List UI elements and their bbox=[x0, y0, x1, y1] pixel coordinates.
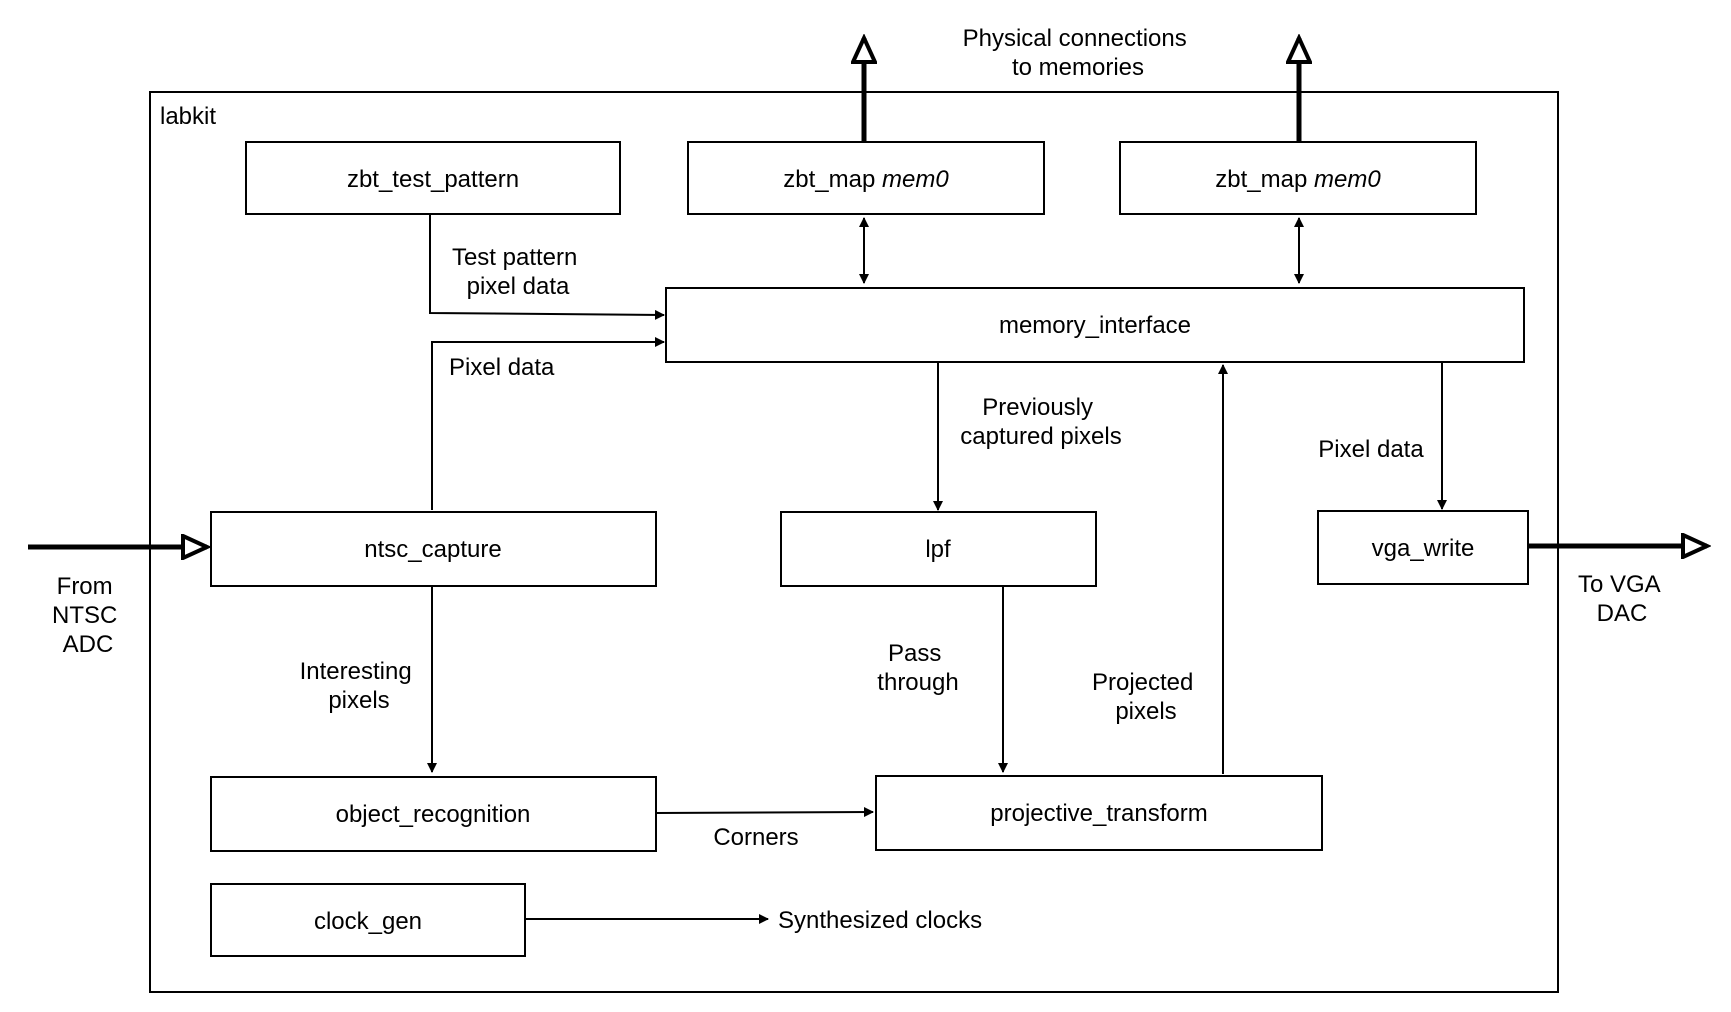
test-pattern-line1: Test pattern bbox=[452, 244, 577, 271]
block-zbt-test-pattern-label: zbt_test_pattern bbox=[347, 166, 519, 193]
physical-connections-line1: Physical connections bbox=[963, 25, 1187, 52]
test-pattern-line2: pixel data bbox=[467, 273, 570, 300]
block-zbt-map-left: zbt_map mem0 bbox=[687, 141, 1045, 215]
block-clock-gen-rect bbox=[210, 883, 526, 957]
synthesized-clocks-label: Synthesized clocks bbox=[778, 907, 982, 934]
block-lpf-rect bbox=[780, 511, 1097, 587]
pixel-data-capture-label: Pixel data bbox=[449, 354, 555, 381]
zbt-map-right-instance: mem0 bbox=[1314, 166, 1381, 193]
block-projective-transform-label: projective_transform bbox=[990, 800, 1207, 827]
from-ntsc-adc-label: From NTSC ADC bbox=[52, 573, 124, 658]
corners-label: Corners bbox=[713, 824, 798, 851]
block-projective-transform: projective_transform bbox=[875, 775, 1323, 851]
zbt-map-left-instance: mem0 bbox=[882, 166, 949, 193]
pixel-data-vga-label: Pixel data bbox=[1318, 436, 1424, 463]
projected-pixels-line1: Projected bbox=[1092, 669, 1193, 696]
block-memory-interface-label: memory_interface bbox=[999, 312, 1191, 339]
to-vga-dac-line2: DAC bbox=[1597, 600, 1648, 627]
previously-captured-line1: Previously bbox=[982, 394, 1093, 421]
previously-captured-line2: captured pixels bbox=[960, 423, 1121, 450]
pass-through-line1: Pass bbox=[888, 640, 941, 667]
block-zbt-test-pattern: zbt_test_pattern bbox=[245, 141, 621, 215]
to-vga-dac-line1: To VGA bbox=[1578, 571, 1661, 598]
block-lpf-label: lpf bbox=[925, 536, 951, 563]
block-ntsc-capture-rect bbox=[210, 511, 657, 587]
zbt-map-right-name: zbt_map bbox=[1215, 166, 1307, 193]
link-object-projective bbox=[655, 807, 874, 818]
pass-through-line2: through bbox=[877, 669, 958, 696]
pass-through-label: Pass through bbox=[877, 640, 958, 696]
from-ntsc-adc-line2: NTSC bbox=[52, 602, 117, 629]
block-zbt-map-right-rect bbox=[1119, 141, 1477, 215]
block-projective-transform-rect bbox=[875, 775, 1323, 851]
link-test-pattern-memory bbox=[429, 214, 665, 320]
from-ntsc-adc-line3: ADC bbox=[63, 631, 114, 658]
interesting-pixels-line1: Interesting bbox=[300, 658, 412, 685]
physical-connections-label: Physical connections to memories bbox=[963, 25, 1194, 81]
block-ntsc-capture: ntsc_capture bbox=[210, 511, 657, 587]
link-ntsc-memory bbox=[431, 337, 665, 510]
previously-captured-label: Previously captured pixels bbox=[960, 394, 1121, 450]
block-vga-write-rect bbox=[1317, 510, 1529, 585]
interesting-pixels-line2: pixels bbox=[328, 687, 389, 714]
block-zbt-map-left-label: zbt_map mem0 bbox=[783, 166, 949, 193]
block-memory-interface-rect bbox=[665, 287, 1525, 363]
projected-pixels-label: Projected pixels bbox=[1092, 669, 1200, 725]
physical-connections-line2: to memories bbox=[1012, 54, 1144, 81]
block-zbt-map-right: zbt_map mem0 bbox=[1119, 141, 1477, 215]
block-zbt-map-right-label: zbt_map mem0 bbox=[1215, 166, 1381, 193]
block-object-recognition: object_recognition bbox=[210, 776, 657, 852]
test-pattern-pixel-data-label: Test pattern pixel data bbox=[452, 244, 584, 300]
labkit-label: labkit bbox=[160, 103, 216, 130]
from-ntsc-adc-line1: From bbox=[57, 573, 113, 600]
to-vga-dac-label: To VGA DAC bbox=[1578, 571, 1666, 627]
block-clock-gen: clock_gen bbox=[210, 883, 526, 957]
block-vga-write: vga_write bbox=[1317, 510, 1529, 585]
block-clock-gen-label: clock_gen bbox=[314, 908, 422, 935]
block-object-recognition-rect bbox=[210, 776, 657, 852]
block-zbt-map-left-rect bbox=[687, 141, 1045, 215]
block-memory-interface: memory_interface bbox=[665, 287, 1525, 363]
interesting-pixels-label: Interesting pixels bbox=[300, 658, 419, 714]
block-lpf: lpf bbox=[780, 511, 1097, 587]
block-zbt-test-pattern-rect bbox=[245, 141, 621, 215]
block-object-recognition-label: object_recognition bbox=[336, 801, 531, 828]
labkit-frame bbox=[149, 91, 1559, 993]
zbt-map-left-name: zbt_map bbox=[783, 166, 875, 193]
block-ntsc-capture-label: ntsc_capture bbox=[364, 536, 501, 563]
block-vga-write-label: vga_write bbox=[1372, 535, 1475, 562]
projected-pixels-line2: pixels bbox=[1115, 698, 1176, 725]
